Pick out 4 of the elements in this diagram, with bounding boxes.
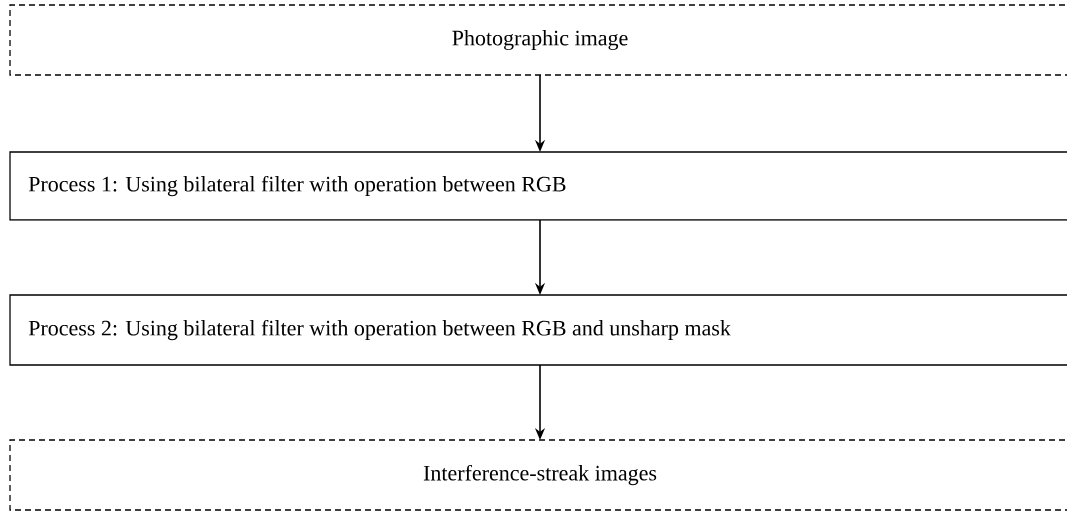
input-box: Photographic image — [9, 4, 1067, 76]
process-box: Process 1: Using bilateral filter with operation between RGB — [9, 151, 1067, 221]
process-box: Process 2: Using bilateral filter with operation between RGB and unsharp mask — [9, 294, 1067, 366]
input-box: Interference-streak images — [9, 439, 1067, 511]
